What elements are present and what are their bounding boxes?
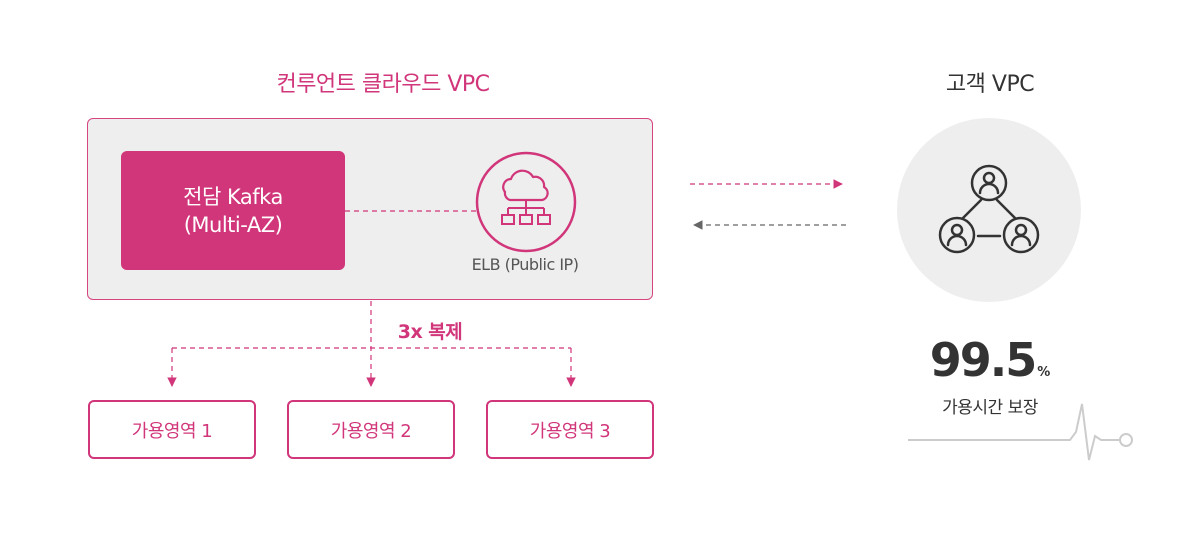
replication-label: 3x 복제 xyxy=(397,321,463,343)
sla-unit: % xyxy=(1037,365,1051,380)
customer-vpc-circle xyxy=(897,118,1081,302)
replication-connectors xyxy=(167,301,576,387)
zone-label: 가용영역 1 xyxy=(131,420,213,442)
dedicated-kafka-box: 전담 Kafka (Multi-AZ) xyxy=(121,151,345,270)
kafka-subtitle: (Multi-AZ) xyxy=(183,212,283,237)
sla-label: 가용시간 보장 xyxy=(942,398,1038,418)
customer-vpc-title: 고객 VPC xyxy=(945,72,1035,97)
availability-zone-2: 가용영역 2 xyxy=(287,400,455,459)
sla-value: 99.5 xyxy=(929,333,1037,387)
zone-label: 가용영역 3 xyxy=(529,420,611,442)
availability-zone-1: 가용영역 1 xyxy=(88,400,256,459)
user-network-icon xyxy=(938,164,1040,254)
zone-label: 가용영역 2 xyxy=(330,420,412,442)
sla-figure: 99.5% xyxy=(900,333,1080,387)
cloud-network-icon xyxy=(475,151,577,253)
availability-zone-3: 가용영역 3 xyxy=(486,400,654,459)
elb-label: ELB (Public IP) xyxy=(471,255,579,274)
confluent-vpc-title: 컨루언트 클라우드 VPC xyxy=(276,72,490,97)
heartbeat-line-icon xyxy=(908,403,1133,461)
kafka-title: 전담 Kafka xyxy=(183,184,283,209)
